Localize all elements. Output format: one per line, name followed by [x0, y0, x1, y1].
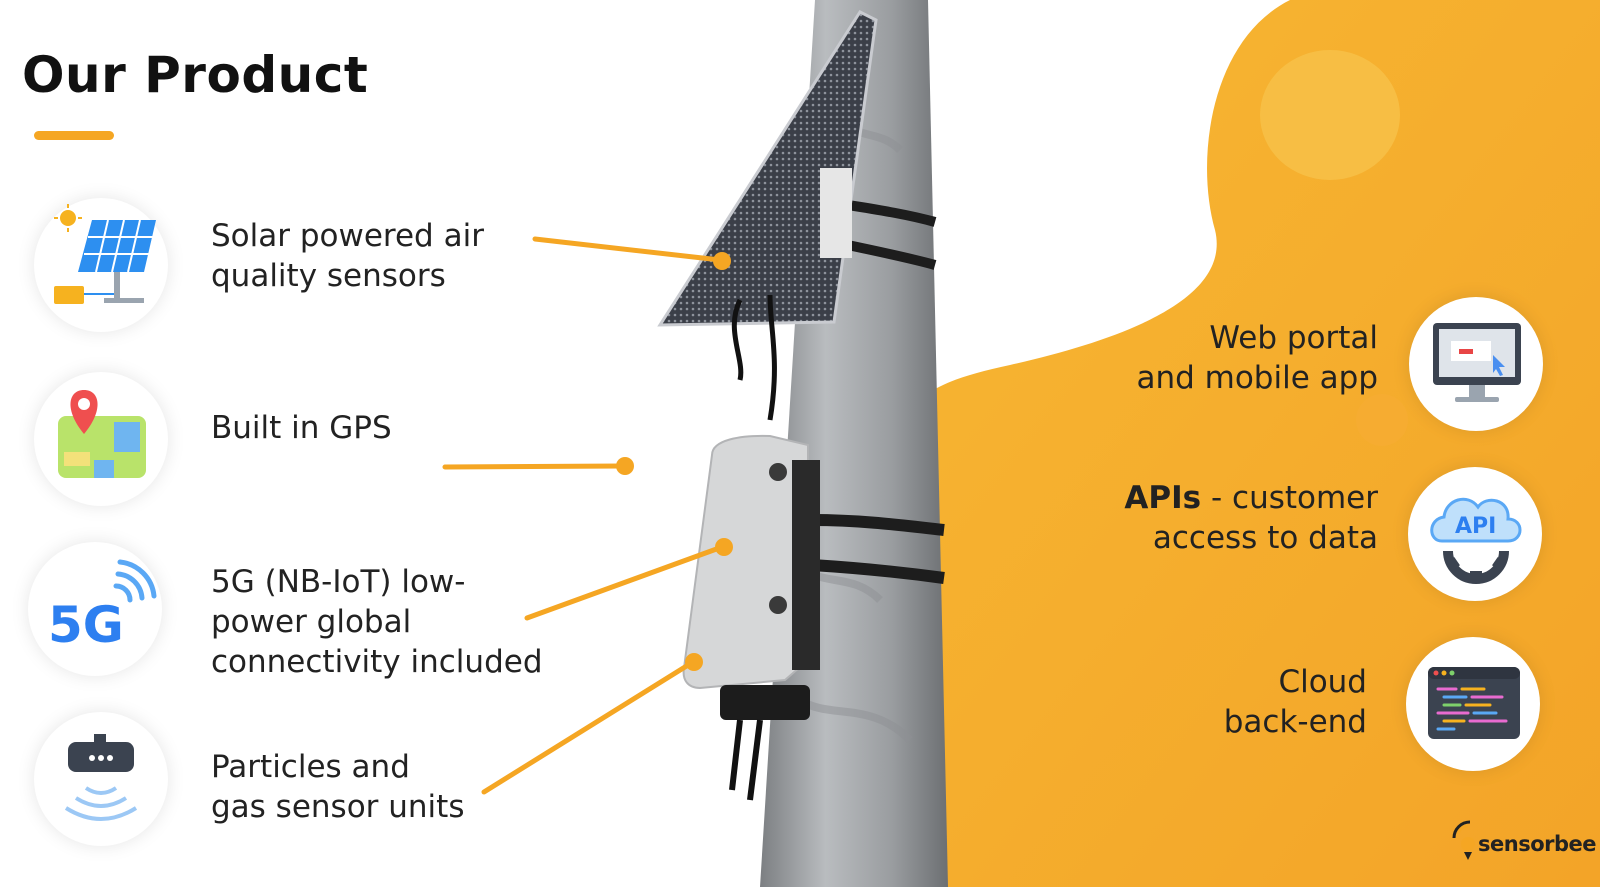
5g-signal-icon: 5G	[28, 542, 162, 676]
feature-5g: 5G (NB-IoT) low- power global connectivi…	[211, 562, 543, 682]
feature-5g-line-2: power global	[211, 604, 412, 640]
feature-web-portal-line-1: Web portal	[1209, 320, 1378, 356]
title-underline	[34, 131, 114, 140]
feature-gps: Built in GPS	[211, 408, 392, 448]
feature-apis-line-2: access to data	[1152, 520, 1378, 556]
code-window-icon	[1406, 637, 1540, 771]
monitor-icon	[1409, 297, 1543, 431]
feature-cloud-backend: Cloud back-end	[1224, 662, 1367, 742]
slide-title: Our Product	[22, 46, 369, 104]
svg-text:API: API	[1455, 514, 1496, 539]
feature-solar: Solar powered air quality sensors	[211, 216, 484, 296]
feature-gps-line-1: Built in GPS	[211, 410, 392, 446]
feature-sensor: Particles and gas sensor units	[211, 747, 464, 827]
feature-web-portal: Web portal and mobile app	[1136, 318, 1378, 398]
feature-cloud-line-1: Cloud	[1278, 664, 1367, 700]
feature-sensor-line-2: gas sensor units	[211, 789, 465, 825]
svg-text:5G: 5G	[48, 596, 124, 654]
feature-cloud-line-2: back-end	[1223, 704, 1367, 740]
sensor-device-icon	[34, 712, 168, 846]
apis-bold-label: APIs	[1124, 480, 1202, 516]
feature-apis-line-1-rest: - customer	[1201, 480, 1378, 516]
map-pin-icon	[34, 372, 168, 506]
feature-apis: APIs - customer access to data	[1124, 478, 1378, 558]
feature-web-portal-line-2: and mobile app	[1136, 360, 1378, 396]
sensorbee-logo: sensorbee	[1452, 820, 1597, 870]
feature-apis-line-1: APIs - customer	[1124, 478, 1378, 518]
solar-panel-icon	[34, 198, 168, 332]
feature-solar-line-2: quality sensors	[211, 258, 446, 294]
api-cloud-icon: API	[1408, 467, 1542, 601]
logo-text: sensorbee	[1478, 832, 1597, 856]
feature-sensor-line-1: Particles and	[211, 749, 410, 785]
feature-5g-line-1: 5G (NB-IoT) low-	[211, 564, 466, 600]
feature-5g-line-3: connectivity included	[211, 644, 543, 680]
sensorbee-logo-icon	[1452, 820, 1475, 860]
sensor-box-shape	[682, 434, 809, 690]
feature-solar-line-1: Solar powered air	[211, 218, 484, 254]
